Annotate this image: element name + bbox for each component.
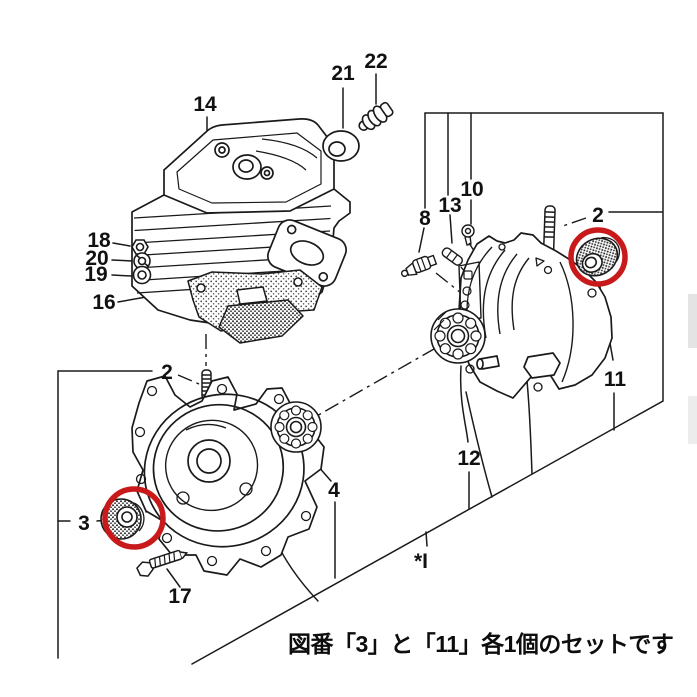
pin-13 xyxy=(441,247,463,266)
part-label-21: 21 xyxy=(331,62,355,85)
part-label-2-left: 2 xyxy=(161,361,173,384)
part-label-asterisk: *I xyxy=(414,550,428,573)
part-label-16: 16 xyxy=(92,291,115,314)
grommet-21 xyxy=(322,130,360,162)
part-label-22: 22 xyxy=(364,50,387,73)
scan-artifacts xyxy=(688,294,697,444)
part-label-10: 10 xyxy=(460,178,483,201)
bearing-4 xyxy=(270,401,322,453)
valve-10 xyxy=(461,224,475,246)
footnote-text: 図番「3」と「11」各1個のセットです xyxy=(288,631,673,657)
part-label-8: 8 xyxy=(419,207,431,230)
highlight-circle-11 xyxy=(568,227,628,287)
part-label-2-right: 2 xyxy=(592,204,604,227)
plug-22 xyxy=(358,101,394,131)
part-label-20: 20 xyxy=(85,247,108,270)
part-label-18: 18 xyxy=(87,229,111,252)
part-label-3: 3 xyxy=(78,512,90,535)
part-label-4: 4 xyxy=(328,479,340,502)
crankcase-right xyxy=(458,232,613,399)
part-label-14: 14 xyxy=(193,93,217,116)
part-label-11: 11 xyxy=(604,368,627,391)
highlight-circle-3 xyxy=(102,486,166,550)
part-label-17: 17 xyxy=(168,585,191,608)
part-label-19: 19 xyxy=(84,263,107,286)
part-label-13: 13 xyxy=(438,194,461,217)
oil-seal-3 xyxy=(100,498,145,540)
part-label-12: 12 xyxy=(457,447,480,470)
bolt-17 xyxy=(136,549,189,577)
bearing-12 xyxy=(430,308,486,364)
cylinder-14 xyxy=(131,118,351,327)
lock-washer-20 xyxy=(133,252,151,270)
nozzle-8 xyxy=(400,254,438,278)
gasket-16 xyxy=(187,269,323,344)
nut-18 xyxy=(131,239,149,255)
washer-19 xyxy=(132,265,152,285)
oil-seal-11 xyxy=(575,236,621,277)
